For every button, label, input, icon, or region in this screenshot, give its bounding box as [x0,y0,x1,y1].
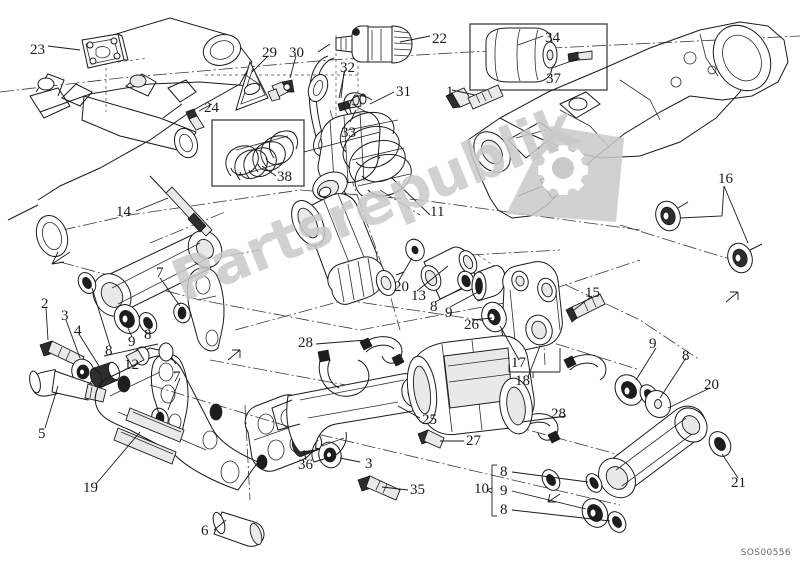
callout-16: 16 [718,171,733,187]
part-8-seal-centre [457,270,475,292]
part-24-bolt [162,103,205,131]
part-1-long-bolt [445,84,504,110]
part-6-pin [212,511,265,547]
part-22-upper-reservoir [317,25,413,64]
callout-3-upper: 3 [61,308,69,324]
callout-8-bracket-b: 8 [500,502,508,518]
part-34-reservoir [485,27,558,83]
part-16-bushing-upper [655,200,689,232]
part-38-coil-spring [225,130,299,181]
part-27-bolt [417,429,445,449]
callout-20-centre: 20 [394,279,409,295]
callout-28-b: 28 [551,406,566,422]
callout-8-right: 8 [682,348,690,364]
callout-8-left-b: 8 [144,327,152,343]
leader-lines [44,35,749,531]
part-5-pin [29,368,107,403]
part-28-circlip-d [563,354,607,381]
callout-30: 30 [289,45,304,61]
callout-6: 6 [201,523,209,539]
part-3-washer-lower [318,441,342,469]
part-16-bushing-lower [727,242,763,274]
callout-7-upper: 7 [156,265,164,281]
part-35-bolt [357,475,401,501]
callout-32: 32 [340,60,355,76]
callout-12: 12 [124,357,139,373]
part-28-circlip-b [317,349,370,397]
callout-18: 18 [515,373,530,389]
callout-31: 31 [396,84,411,100]
callout-19: 19 [83,480,98,496]
callout-22: 22 [432,31,447,47]
callout-14: 14 [116,204,131,220]
callout-3-lower: 3 [365,456,373,472]
callout-33: 33 [341,125,356,141]
part-28-circlip-a [359,336,405,367]
callout-9-left: 9 [128,334,136,350]
callout-38: 38 [277,169,292,185]
callout-24: 24 [204,100,219,116]
callout-2: 2 [41,296,49,312]
callout-9-right: 9 [649,336,657,352]
callout-37: 37 [546,71,561,87]
callout-8-centre: 8 [430,299,438,315]
callout-5: 5 [38,426,46,442]
callout-1: 1 [446,84,454,100]
bracket-plate-left [187,267,225,352]
part-29-triangular-bracket [235,60,269,111]
callout-20-right: 20 [704,377,719,393]
callout-34: 34 [545,30,560,46]
part-23-mounting-plate [81,33,129,69]
callout-9-centre: 9 [445,305,453,321]
callout-15: 15 [585,285,600,301]
part-17-18-rocker-link [501,261,563,351]
callout-28-a: 28 [298,335,313,351]
callout-8-left-a: 8 [105,343,113,359]
callout-8-bracket-a: 8 [500,464,508,480]
callout-27: 27 [466,433,481,449]
swingarm-left-assembly [7,17,253,258]
callout-26: 26 [464,317,479,333]
part-15-bolt [565,293,606,323]
part-14-connecting-rod-left [77,175,223,334]
drawing-code: SOS00556 [740,548,791,558]
callout-25: 25 [422,412,437,428]
callout-21: 21 [731,475,746,491]
callout-17: 17 [511,355,526,371]
part-26-bearing [481,301,507,333]
callout-7-lower: 7 [173,369,181,385]
callout-9-bracket: 9 [500,483,508,499]
callout-11: 11 [430,204,445,220]
part-30-screw [267,79,295,102]
callout-23: 23 [30,42,45,58]
callout-29: 29 [262,45,277,61]
inset-spring-box [211,119,305,187]
part-20-washer-centre [405,238,425,262]
callout-36: 36 [298,457,313,473]
callout-4: 4 [74,323,82,339]
callout-35: 35 [410,482,425,498]
part-19-linkage-plate [94,342,259,491]
callout-10: 10 [474,481,489,497]
right-connecting-rod [541,374,732,533]
inset-damper-box [469,23,608,91]
part-18-cylinder [406,335,535,436]
callout-13: 13 [411,288,426,304]
part-11-shock-absorber [291,111,412,305]
